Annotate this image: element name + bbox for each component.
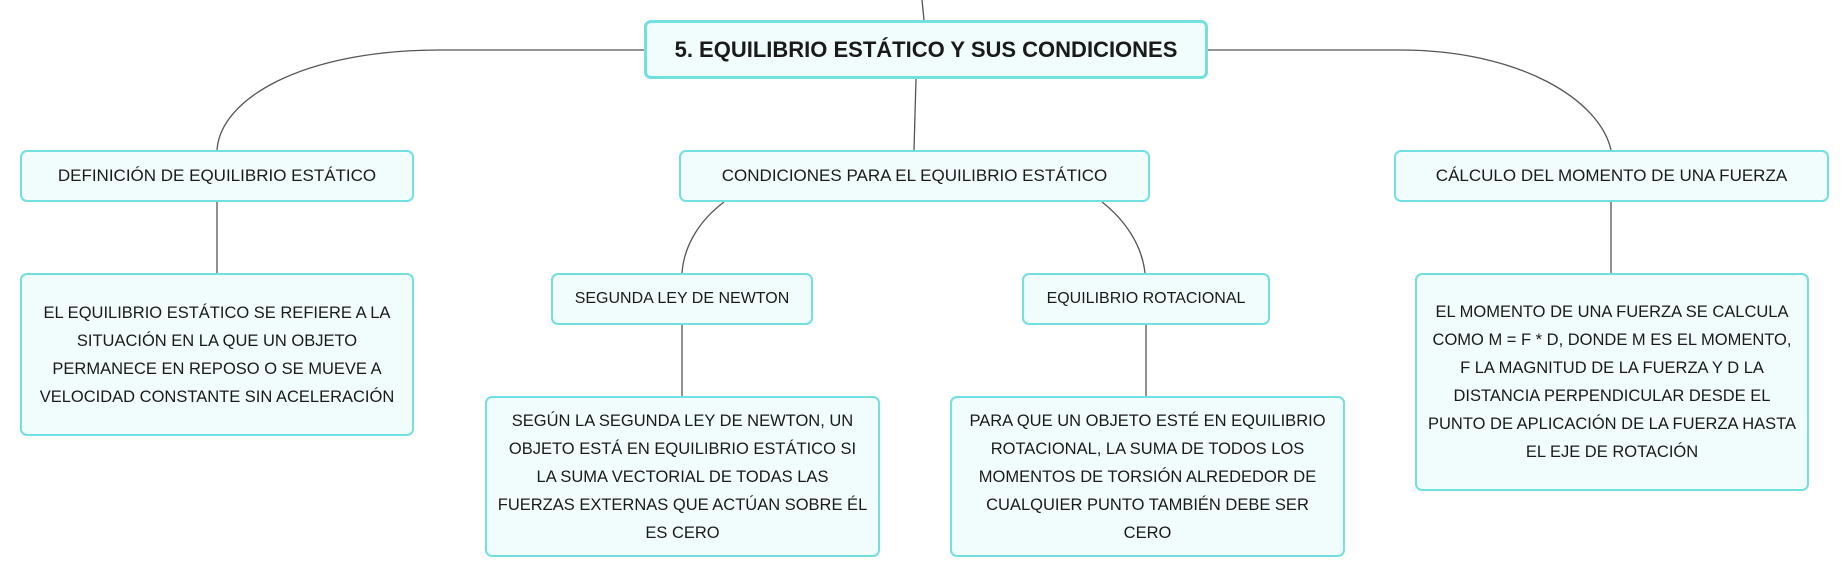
topic-segunda-ley[interactable]: SEGUNDA LEY DE NEWTON (551, 273, 813, 325)
connector-condiciones-segunda (681, 201, 725, 274)
topic-condiciones[interactable]: CONDICIONES PARA EL EQUILIBRIO ESTÁTICO (679, 150, 1150, 202)
detail-equilibrio-rotacional[interactable]: PARA QUE UN OBJETO ESTÉ EN EQUILIBRIO RO… (950, 396, 1345, 557)
topic-calculo[interactable]: CÁLCULO DEL MOMENTO DE UNA FUERZA (1394, 150, 1829, 202)
connector-root-definicion (216, 49, 644, 151)
detail-segunda-ley[interactable]: SEGÚN LA SEGUNDA LEY DE NEWTON, UN OBJET… (485, 396, 880, 557)
connector-parent (921, 0, 925, 21)
root-topic[interactable]: 5. EQUILIBRIO ESTÁTICO Y SUS CONDICIONES (644, 20, 1208, 79)
topic-equilibrio-rotacional[interactable]: EQUILIBRIO ROTACIONAL (1022, 273, 1270, 325)
connector-condiciones-rotacional (1101, 201, 1146, 274)
connector-root-condiciones (913, 78, 917, 151)
detail-definicion[interactable]: EL EQUILIBRIO ESTÁTICO SE REFIERE A LA S… (20, 273, 414, 436)
detail-calculo[interactable]: EL MOMENTO DE UNA FUERZA SE CALCULA COMO… (1415, 273, 1809, 491)
topic-definicion[interactable]: DEFINICIÓN DE EQUILIBRIO ESTÁTICO (20, 150, 414, 202)
connector-root-calculo (1208, 49, 1612, 151)
